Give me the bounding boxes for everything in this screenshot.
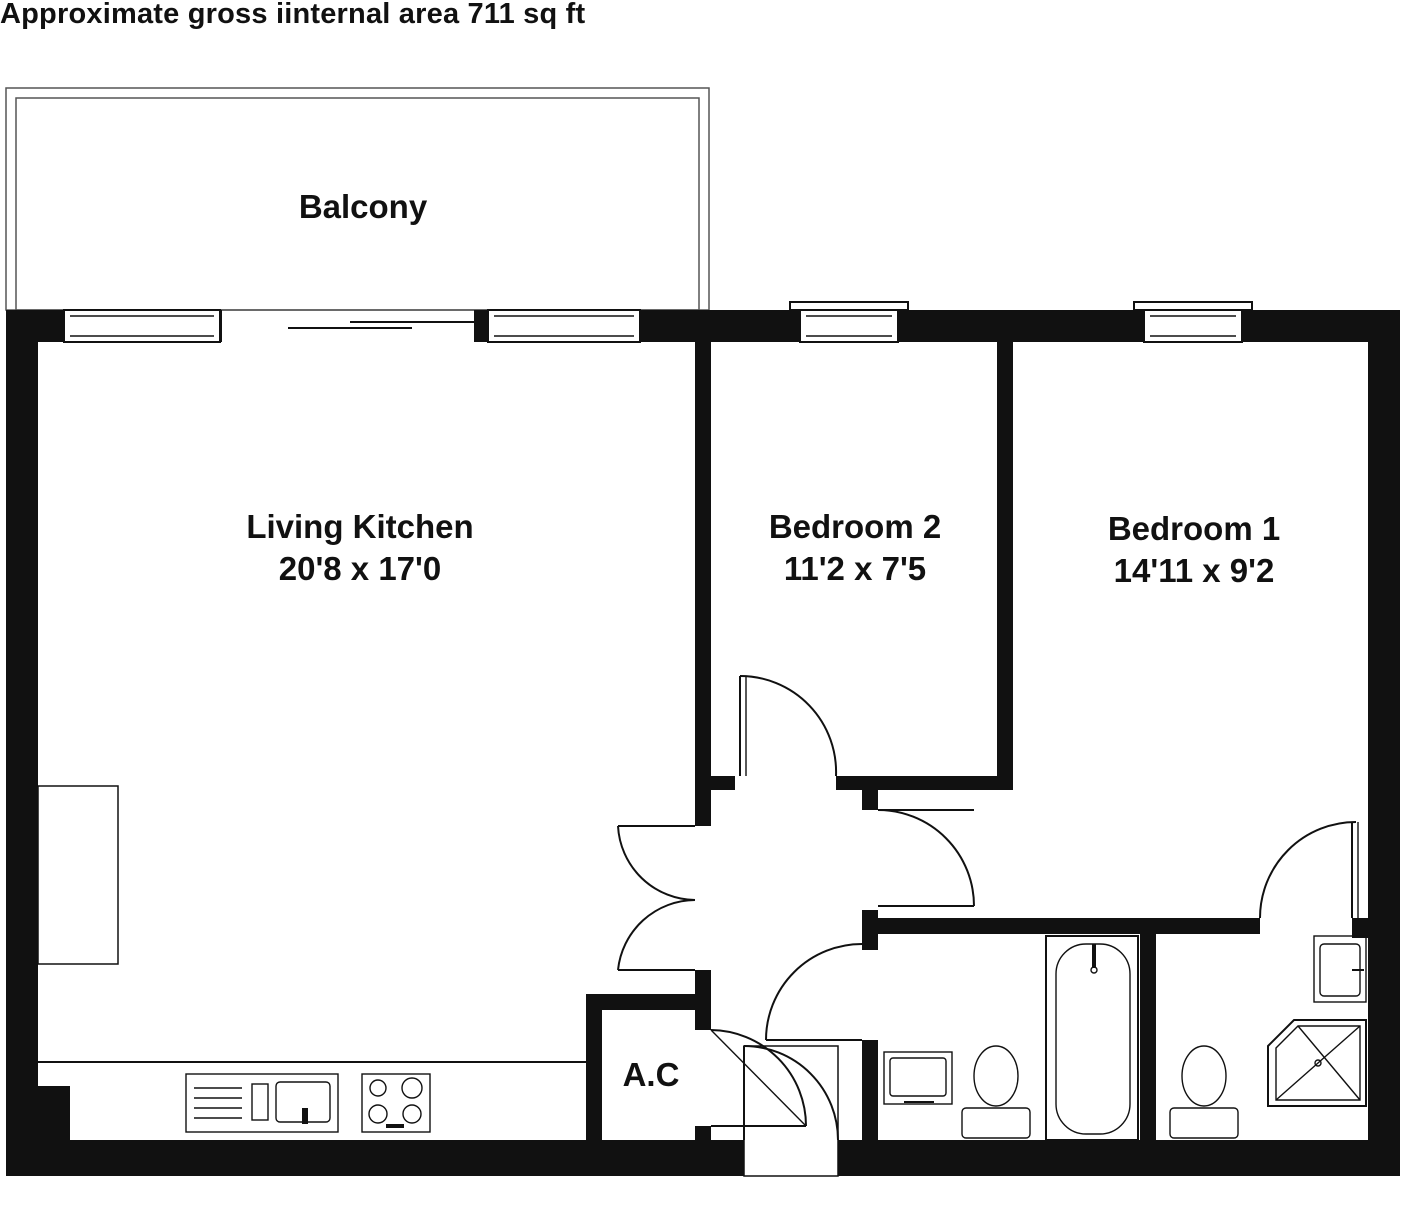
bedroom-1-dimensions: 14'11 x 9'2 [1114, 552, 1275, 589]
window-living-right [487, 309, 641, 343]
door-living-lower [617, 899, 696, 971]
balcony: Balcony [5, 87, 710, 311]
door-bedroom-2 [739, 674, 838, 777]
shower [1267, 1019, 1367, 1107]
toilet [961, 1045, 1031, 1139]
window-bedroom-1 [1133, 301, 1253, 343]
door-bathroom [765, 943, 863, 1041]
living-kitchen-dimensions: 20'8 x 17'0 [279, 550, 442, 587]
windows [63, 301, 1253, 343]
window-living-left [63, 309, 221, 343]
door-entrance [743, 1045, 839, 1177]
door-ac [710, 1029, 807, 1127]
hob [361, 1073, 431, 1133]
sink [185, 1073, 339, 1133]
sliding-door [288, 321, 474, 329]
basin [883, 1051, 953, 1105]
bedroom-2-name: Bedroom 2 [769, 508, 941, 545]
door-bedroom-1-hall [877, 809, 975, 907]
area-title: Approximate gross iinternal area 711 sq … [0, 0, 586, 30]
living-kitchen-name: Living Kitchen [246, 508, 473, 545]
bedroom-2-dimensions: 11'2 x 7'5 [784, 550, 926, 587]
door-living-upper [617, 825, 696, 901]
bathtub [1045, 935, 1139, 1141]
door-ensuite [1259, 821, 1359, 919]
doors [617, 674, 1359, 1177]
kitchen [37, 785, 586, 1133]
ensuite-toilet [1169, 1045, 1239, 1139]
balcony-label: Balcony [299, 188, 428, 225]
ac-label: A.C [623, 1056, 680, 1093]
ensuite-basin [1313, 935, 1367, 1003]
bedroom-1-name: Bedroom 1 [1108, 510, 1280, 547]
bathroom [883, 935, 1139, 1141]
internal-walls [586, 342, 1368, 1140]
window-bedroom-2 [789, 301, 909, 343]
ensuite [1169, 935, 1367, 1139]
external-walls [6, 310, 1400, 1176]
kitchen-island [37, 785, 119, 965]
room-labels: Living Kitchen 20'8 x 17'0 Bedroom 2 11'… [246, 508, 1280, 1093]
